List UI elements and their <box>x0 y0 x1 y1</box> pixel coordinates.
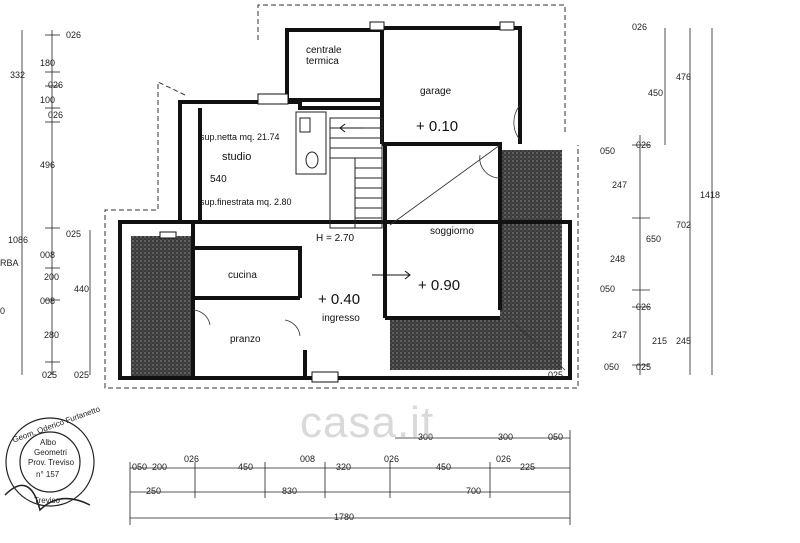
bottom-row2-1: 200 <box>152 462 168 472</box>
annotation-sup-finestrata: sup.finestrata mq. 2.80 <box>200 197 292 207</box>
left-dim-5: 496 <box>40 160 56 170</box>
stamp-bottom-text: Treviso <box>34 496 60 505</box>
right-dim-12: 025 <box>636 362 652 372</box>
bottom-row1-2: 050 <box>548 432 564 442</box>
right-dim-0: 026 <box>632 22 648 32</box>
hatched-area-right <box>390 150 562 370</box>
level-garage: + 0.10 <box>416 118 459 135</box>
right-dim-3: 247 <box>612 180 628 190</box>
bottom-row2-8: 026 <box>496 454 512 464</box>
hatched-area-left <box>131 236 193 376</box>
left-dim-8: 440 <box>74 284 90 294</box>
bottom-row2-5: 320 <box>336 462 352 472</box>
right-dim-6: 248 <box>610 254 626 264</box>
left-cut-3: 0 <box>0 306 6 316</box>
bottom-right-025: 025 <box>548 370 564 380</box>
outer-dashed-perimeter <box>104 4 579 389</box>
right-total-2: 702 <box>676 220 692 230</box>
bottom-row2-2: 026 <box>184 454 200 464</box>
bottom-row3-2: 700 <box>466 486 482 496</box>
left-dim-3: 100 <box>40 95 56 105</box>
bottom-row1-0: 300 <box>418 432 434 442</box>
level-soggiorno: + 0.90 <box>418 277 461 294</box>
bottom-row2-9: 225 <box>520 462 536 472</box>
bottom-row2-3: 450 <box>238 462 254 472</box>
bottom-row2-6: 026 <box>384 454 400 464</box>
entry-arrows <box>339 123 411 280</box>
room-label-centrale-termica-2: termica <box>306 56 339 67</box>
right-total-0: 476 <box>676 72 692 82</box>
door-swings <box>192 104 566 371</box>
left-dim-1: 180 <box>40 58 56 68</box>
bottom-left-025: 025 <box>74 370 90 380</box>
walls <box>118 26 572 380</box>
right-dim-10: 215 <box>652 336 668 346</box>
stamp-inner-3: n° 157 <box>36 470 60 479</box>
room-label-ingresso: ingresso <box>322 313 360 324</box>
room-label-centrale-termica-1: centrale <box>306 45 342 56</box>
bottom-row3-1: 830 <box>282 486 298 496</box>
bottom-row2-0: 050 <box>132 462 148 472</box>
stamp-inner-1: Geometri <box>34 448 67 457</box>
room-label-pranzo: pranzo <box>230 334 261 345</box>
right-dim-5: 650 <box>646 234 662 244</box>
left-cut-0: RBA <box>0 258 19 268</box>
stamp-inner-0: Albo <box>40 438 57 447</box>
room-label-garage: garage <box>420 86 452 97</box>
right-dim-9: 247 <box>612 330 628 340</box>
left-dim-2: 026 <box>48 80 64 90</box>
left-dim-4: 026 <box>48 110 64 120</box>
stamp-inner-2: Prov. Treviso <box>28 458 75 467</box>
annotation-sup-netta: sup.netta mq. 21.74 <box>200 132 280 142</box>
annotation-studio-dim: 540 <box>210 174 227 185</box>
right-dim-4: 050 <box>600 146 616 156</box>
left-cut-1: 008 <box>40 250 56 260</box>
annotation-height: H = 2.70 <box>316 233 355 244</box>
surveyor-stamp <box>4 417 95 512</box>
right-total-3: 245 <box>676 336 692 346</box>
bottom-row3-0: 250 <box>146 486 162 496</box>
left-cut-2: 008 <box>40 296 56 306</box>
right-dim-7: 050 <box>600 284 616 294</box>
right-dim-8: 026 <box>636 302 652 312</box>
right-dim-1: 450 <box>648 88 664 98</box>
bottom-row2-7: 450 <box>436 462 452 472</box>
room-label-soggiorno: soggiorno <box>430 226 474 237</box>
bottom-dimension-lines <box>129 430 571 525</box>
left-dimension-lines <box>21 30 91 375</box>
right-dimension-lines <box>632 28 713 375</box>
bottom-total: 1780 <box>334 512 355 522</box>
watermark-logo: casa.it <box>300 398 435 447</box>
room-label-cucina: cucina <box>228 270 257 281</box>
room-label-studio: studio <box>222 151 252 163</box>
bathroom-fixtures <box>295 111 327 175</box>
right-dim-2: 026 <box>636 140 652 150</box>
level-ingresso: + 0.40 <box>318 291 361 308</box>
left-dim-10: 025 <box>42 370 58 380</box>
left-total-0: 332 <box>10 70 26 80</box>
left-dim-9: 280 <box>44 330 60 340</box>
bottom-row2-4: 008 <box>300 454 316 464</box>
bottom-row1-1: 300 <box>498 432 514 442</box>
left-total-1: 1086 <box>8 235 29 245</box>
left-dim-6: 025 <box>66 229 82 239</box>
right-total-1: 1418 <box>700 190 721 200</box>
left-dim-0: 026 <box>66 30 82 40</box>
right-dim-11: 050 <box>604 362 620 372</box>
left-dim-7: 200 <box>44 272 60 282</box>
windows <box>159 21 515 383</box>
staircase <box>329 117 383 229</box>
